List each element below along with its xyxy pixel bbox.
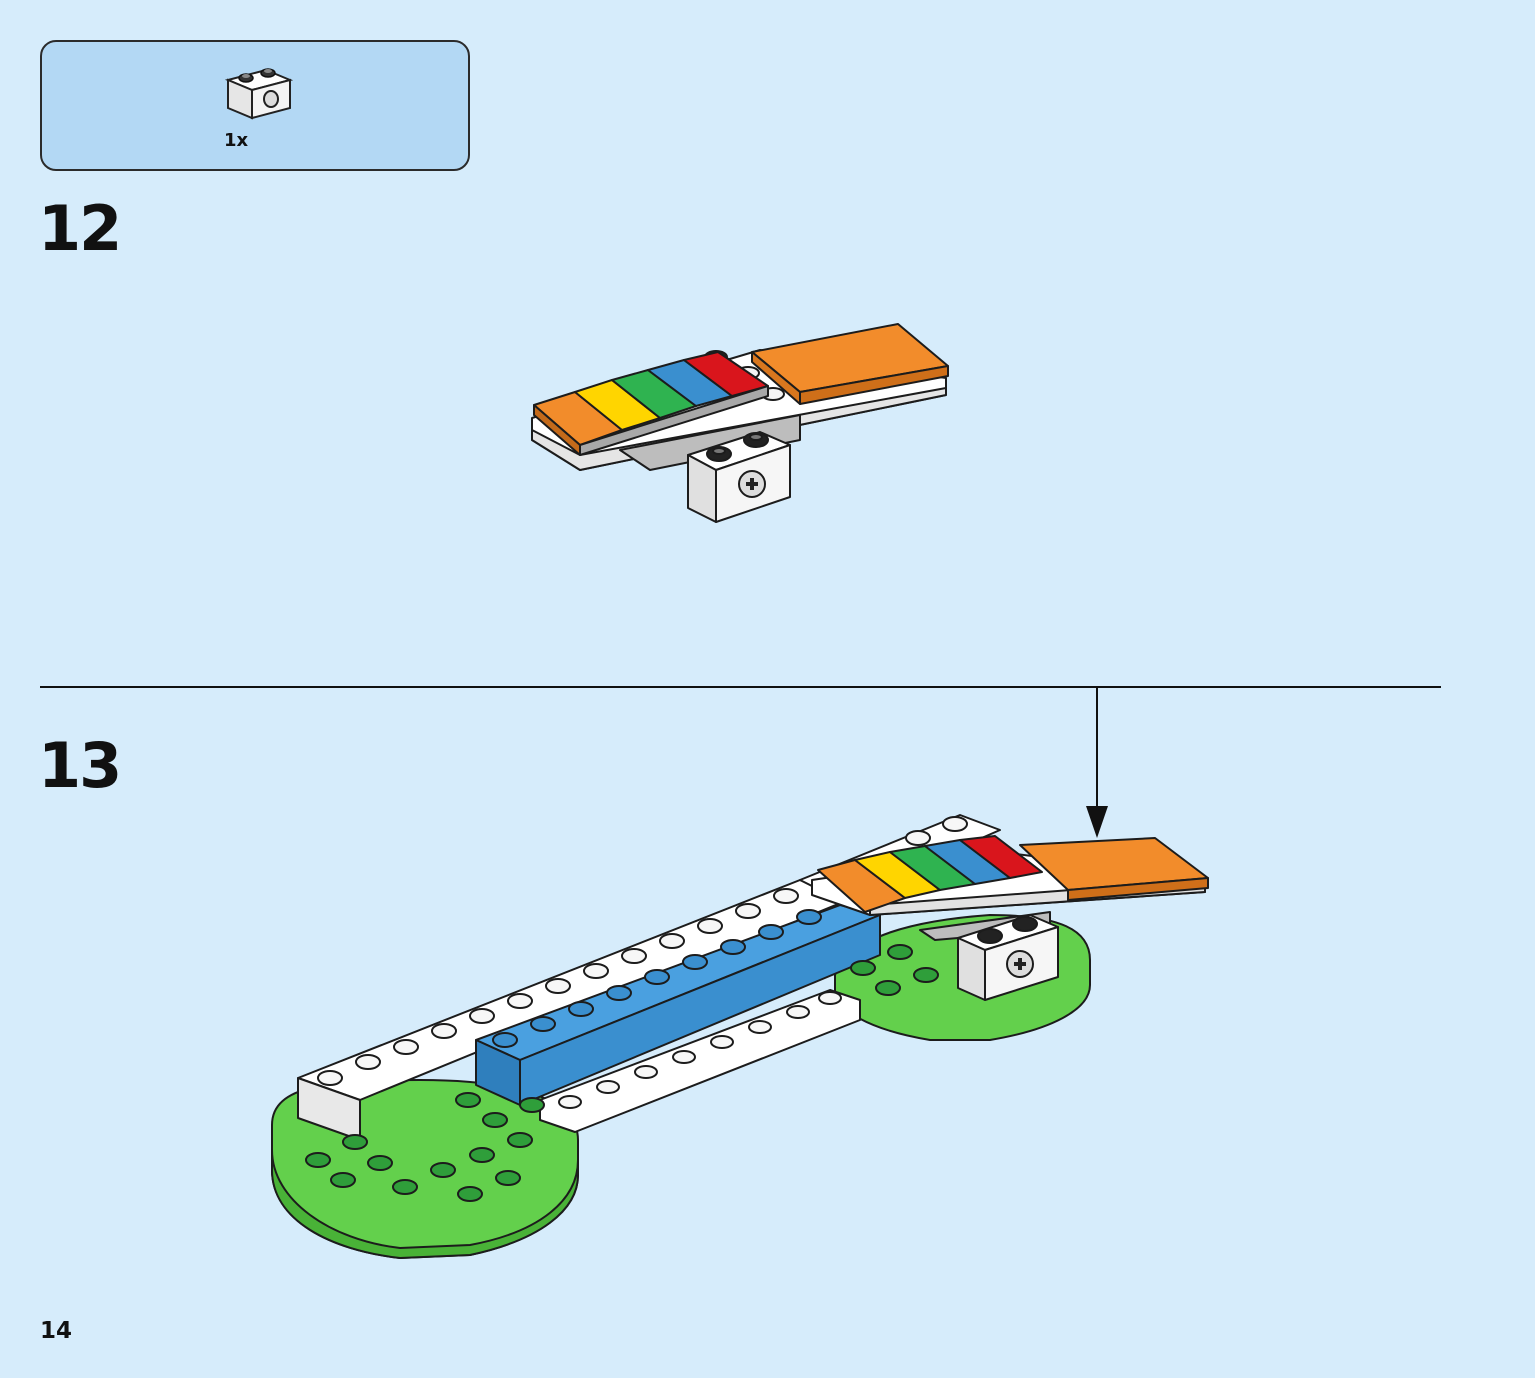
step-divider <box>40 686 1441 688</box>
page-number: 14 <box>40 1318 73 1344</box>
placement-arrow <box>1086 688 1108 838</box>
step-number: 13 <box>38 729 122 802</box>
white-technic-brick-icon <box>224 68 294 120</box>
parts-callout: 1x <box>40 40 470 171</box>
part-quantity: 1x <box>224 130 249 151</box>
step-number: 12 <box>38 192 122 265</box>
step-13-model <box>271 814 1209 1259</box>
step-12-model <box>531 323 949 523</box>
